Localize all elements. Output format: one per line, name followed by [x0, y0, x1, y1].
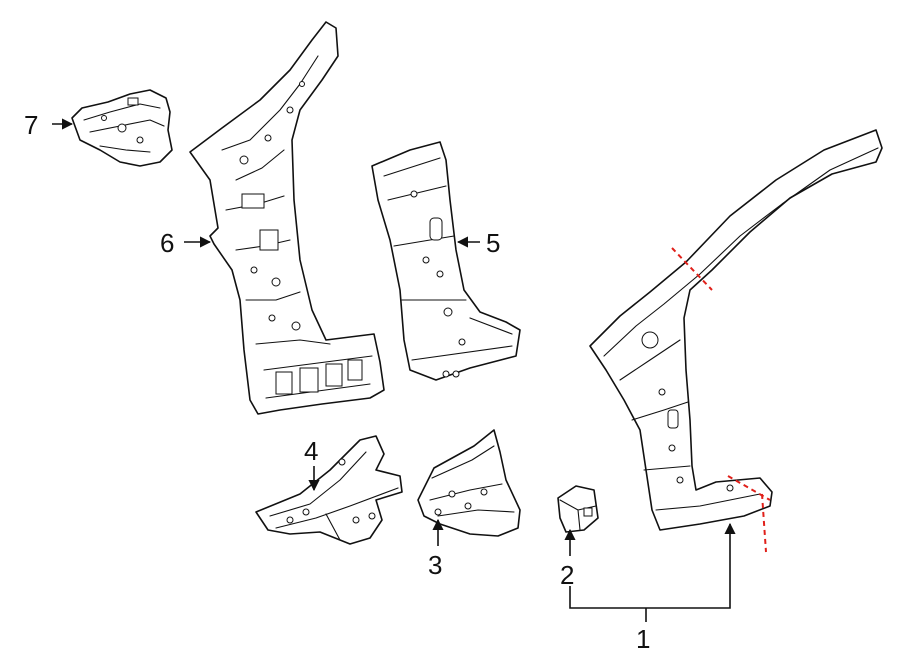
callout-1: 1	[636, 624, 650, 654]
callout-4: 4	[304, 436, 318, 466]
part-6-inner-pillar[interactable]	[189, 21, 385, 415]
callout-7: 7	[24, 110, 38, 140]
part-2-gusset[interactable]	[557, 485, 599, 533]
callout-2: 2	[560, 560, 574, 590]
cut-line-upper	[671, 247, 713, 291]
part-4-rocker-reinforcement[interactable]	[255, 435, 403, 545]
callout-5: 5	[486, 228, 500, 258]
part-5-pillar-reinforcement[interactable]	[371, 141, 521, 381]
callout-6: 6	[160, 228, 174, 258]
part-7-bracket[interactable]	[71, 89, 173, 167]
cut-line-vertical	[761, 493, 767, 553]
callout-3: 3	[428, 550, 442, 580]
leader-1-bracket	[569, 522, 736, 609]
part-3-lower-extension[interactable]	[417, 429, 521, 537]
part-1-outer-pillar[interactable]	[589, 129, 883, 531]
